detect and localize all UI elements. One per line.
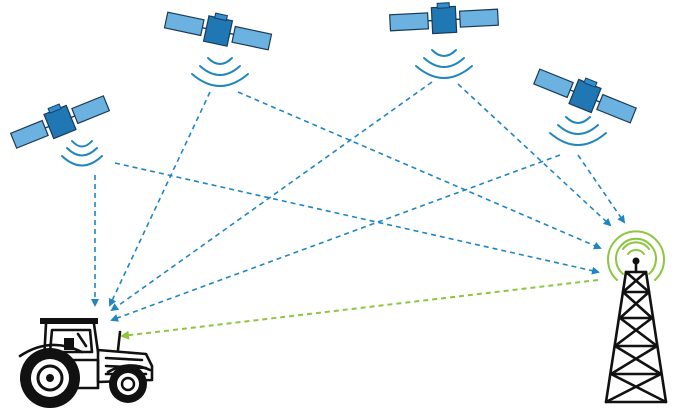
base-station-tower	[604, 230, 668, 404]
correction-signal-link	[120, 279, 599, 340]
satellite-4	[533, 68, 637, 146]
broadcast-waves	[191, 57, 249, 87]
signal-sat4-tower	[577, 154, 626, 224]
satellite-icon	[389, 2, 499, 35]
signal-sat1-tower	[114, 162, 600, 275]
satellite-icon	[163, 11, 273, 51]
broadcast-waves	[549, 116, 607, 146]
satellite-icon	[9, 95, 111, 149]
broadcast-waves	[415, 49, 473, 79]
gnss-signal-links	[91, 81, 626, 322]
tractor-icon	[18, 318, 154, 408]
satellite-3	[389, 2, 499, 79]
signal-sat3-tower	[457, 83, 612, 227]
satellite-1	[9, 95, 111, 167]
radio-tower-icon	[604, 257, 668, 404]
broadcast-waves	[61, 140, 103, 167]
tractor	[18, 318, 154, 408]
signal-sat2-tractor	[108, 91, 211, 307]
satellite-icon	[533, 68, 637, 124]
satellite-2	[163, 11, 273, 87]
signal-sat2-tower	[237, 91, 602, 250]
signal-sat4-tractor	[110, 154, 561, 322]
tower-broadcast-waves	[607, 230, 665, 281]
signal-sat3-tractor	[110, 81, 433, 312]
